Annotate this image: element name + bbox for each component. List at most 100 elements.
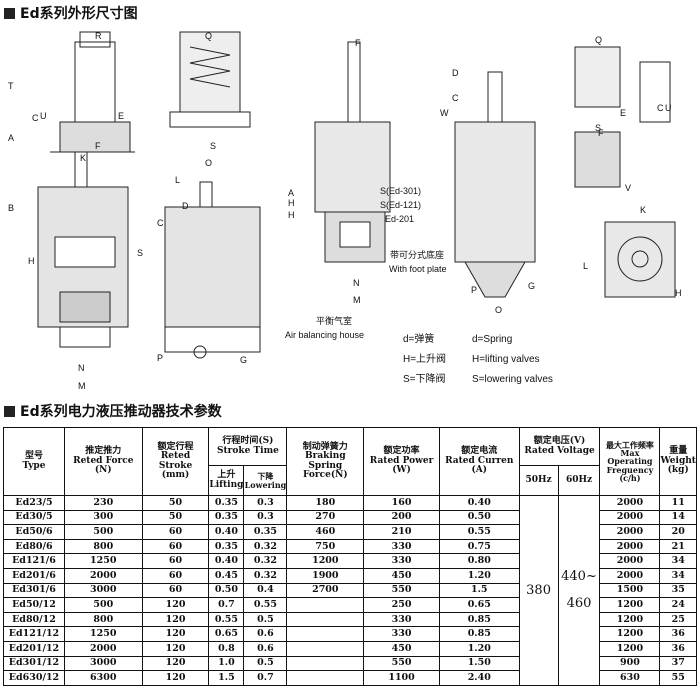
cell: 330 — [363, 626, 440, 642]
drawing-small-top-left — [50, 31, 135, 153]
dimension-label: S — [595, 123, 601, 133]
cell: 1.5 — [438, 582, 520, 599]
drawing-center-unit — [314, 41, 391, 263]
dimension-label: V — [625, 183, 631, 193]
dimension-label: C — [657, 103, 664, 113]
cell: 1250 — [63, 626, 143, 642]
cell: 60 — [141, 582, 210, 599]
cell: 1200 — [599, 611, 661, 628]
cell: 36 — [659, 626, 697, 642]
dimension-label: H — [288, 198, 295, 208]
cell: 180 — [286, 495, 365, 511]
cell: 0.40 — [208, 553, 245, 569]
cell — [286, 626, 365, 642]
cell: 34 — [659, 567, 697, 584]
cell — [286, 655, 365, 672]
cell: 0.65 — [208, 626, 245, 642]
cell: 120 — [141, 597, 210, 613]
dimension-label: C — [157, 218, 164, 228]
dimension-label: C — [32, 113, 39, 123]
voltage-60hz-line2: 460 — [566, 596, 592, 612]
cell: 0.3 — [243, 509, 288, 526]
drawing-front-main — [37, 151, 129, 348]
cell — [286, 611, 365, 628]
cell: 500 — [63, 524, 143, 540]
cell: 2000 — [63, 567, 143, 584]
cell: 0.55 — [243, 597, 288, 613]
cell: 0.6 — [243, 626, 288, 642]
cell: 0.80 — [438, 553, 520, 569]
legend-lifting-cn: H=上升阀 — [403, 354, 447, 365]
legend-cn: d=弹簧 H=上升阀 S=下降阀 — [403, 330, 446, 390]
dimension-label: A — [8, 133, 14, 143]
cell: 36 — [659, 640, 697, 657]
voltage-60hz-line1: 440~ — [561, 568, 597, 584]
drawing-right-unit — [454, 71, 536, 298]
dimension-label: H — [28, 256, 35, 266]
cell: 0.35 — [208, 538, 245, 555]
cell: 50 — [141, 509, 210, 526]
cell: 3000 — [63, 582, 143, 599]
col-voltage: 额定电压(V)Rated Voltage — [518, 427, 601, 466]
cell: 1500 — [599, 582, 661, 599]
cell: 450 — [363, 567, 440, 584]
cell: 270 — [286, 509, 365, 526]
cell: 800 — [63, 538, 143, 555]
cell: 330 — [363, 538, 440, 555]
legend-spring-cn: d=弹簧 — [403, 334, 435, 345]
cell: 250 — [363, 597, 440, 613]
legend-lowering-en: S=lowering valves — [472, 374, 553, 385]
cell: 0.50 — [438, 509, 520, 526]
cell: 2000 — [599, 567, 661, 584]
cell: 0.75 — [438, 538, 520, 555]
dimension-label: N — [353, 278, 360, 288]
col-50hz: 50Hz — [518, 465, 559, 496]
legend-en: d=Spring H=lifting valves S=lowering val… — [472, 330, 553, 390]
cell: 50 — [141, 495, 210, 511]
cell: 300 — [63, 509, 143, 526]
cell: 500 — [63, 597, 143, 613]
cell: 11 — [659, 495, 697, 511]
dimension-label: O — [205, 158, 212, 168]
cell: Ed30/5 — [3, 509, 65, 526]
dimension-label: P — [157, 353, 163, 363]
legend-lifting-en: H=lifting valves — [472, 354, 540, 365]
dimension-label: C — [452, 93, 459, 103]
col-stroke-time: 行程时间(S)Stroke Time — [208, 427, 288, 466]
cell: 24 — [659, 597, 697, 613]
cell: 1.50 — [438, 655, 520, 672]
cell: 120 — [141, 655, 210, 672]
cell: 160 — [363, 495, 440, 511]
dimension-label: R — [95, 31, 102, 41]
cell: Ed201/12 — [3, 640, 65, 657]
cell: 200 — [363, 509, 440, 526]
cell: Ed50/6 — [3, 524, 65, 540]
cell: Ed121/12 — [3, 626, 65, 642]
cell: 0.35 — [208, 509, 245, 526]
cell: Ed630/12 — [3, 670, 65, 686]
cell: 21 — [659, 538, 697, 555]
cell: 0.32 — [243, 538, 288, 555]
cell: 0.6 — [243, 640, 288, 657]
cell: 14 — [659, 509, 697, 526]
dimension-label: F — [355, 38, 361, 48]
dimensions-heading-text: Ed系列外形尺寸图 — [20, 6, 138, 22]
drawing-small-right — [574, 46, 676, 298]
cell: 2700 — [286, 582, 365, 599]
cell: 0.45 — [208, 567, 245, 584]
cell: 1200 — [286, 553, 365, 569]
cell: 0.4 — [243, 582, 288, 599]
cell: 60 — [141, 538, 210, 555]
cell: 2000 — [599, 524, 661, 540]
cell: 20 — [659, 524, 697, 540]
cell: 120 — [141, 640, 210, 657]
dimension-label: E — [118, 111, 124, 121]
